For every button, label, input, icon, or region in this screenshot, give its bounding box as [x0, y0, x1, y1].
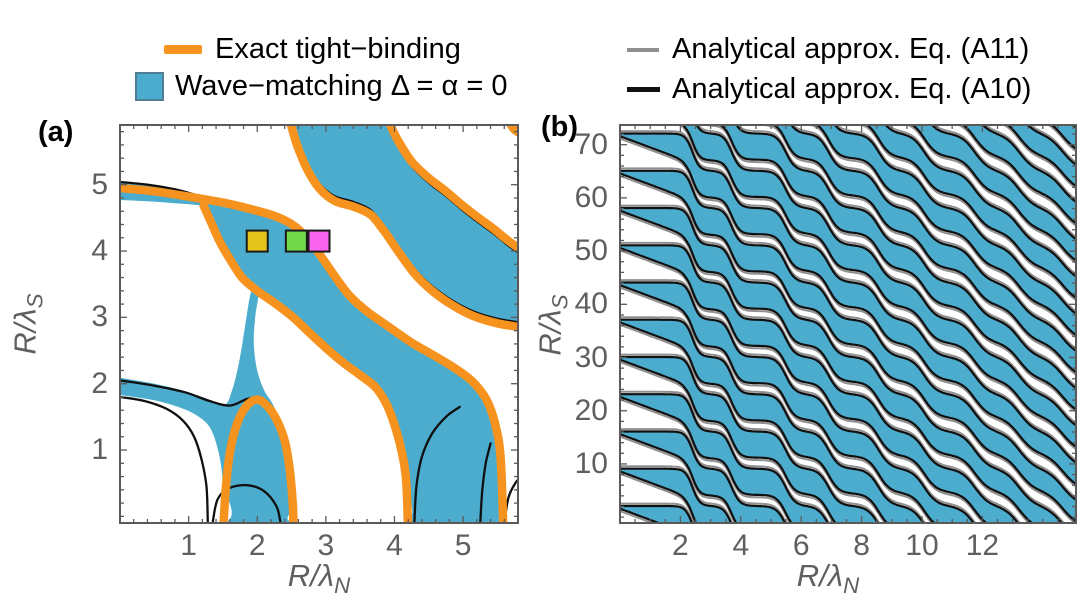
legend-label: Wave−matching Δ = α = 0	[175, 70, 507, 103]
x-tick-label: 3	[318, 529, 335, 563]
y-tick-label: 4	[91, 234, 108, 268]
legend-label: Exact tight−binding	[215, 33, 461, 66]
y-tick-label: 1	[91, 433, 108, 467]
yellow-square	[247, 231, 268, 252]
x-tick-label: 4	[386, 529, 403, 563]
panel-b-plot	[620, 125, 1076, 523]
x-tick-label: 6	[793, 529, 810, 563]
x-tick-label: 10	[905, 529, 938, 563]
x-tick-label: 8	[853, 529, 870, 563]
legend-item-analytical-a11: Analytical approx. Eq. (A11)	[627, 33, 1029, 66]
legend-label: Analytical approx. Eq. (A10)	[672, 73, 1031, 106]
legend-item-analytical-a10: Analytical approx. Eq. (A10)	[627, 73, 1031, 106]
panel-b-y-axis-label: R/λS	[532, 294, 573, 355]
panel-b-label: (b)	[541, 111, 578, 144]
panel-a-y-axis-label: R/λS	[7, 293, 48, 354]
x-tick-label: 2	[249, 529, 266, 563]
magenta-square	[309, 231, 330, 252]
blue-box-swatch	[135, 72, 164, 101]
x-tick-label: 2	[672, 529, 689, 563]
panel-b-x-axis-label: R/λN	[797, 558, 859, 599]
legend-label: Analytical approx. Eq. (A11)	[672, 33, 1029, 66]
y-tick-label: 20	[575, 394, 608, 428]
x-tick-label: 4	[732, 529, 749, 563]
legend-item-wave-matching: Wave−matching Δ = α = 0	[135, 70, 507, 103]
black-line-swatch	[627, 87, 660, 92]
orange-line-swatch	[164, 45, 202, 54]
y-tick-label: 3	[91, 300, 108, 334]
y-tick-label: 60	[575, 181, 608, 215]
legend-item-exact-tight-binding: Exact tight−binding	[164, 33, 461, 66]
y-tick-label: 40	[575, 287, 608, 321]
y-tick-label: 10	[575, 447, 608, 481]
green-square	[286, 231, 307, 252]
y-tick-label: 30	[575, 341, 608, 375]
y-tick-label: 50	[575, 234, 608, 268]
y-tick-label: 2	[91, 367, 108, 401]
gray-line-swatch	[627, 48, 659, 52]
panel-a-label: (a)	[38, 116, 73, 149]
panel-a-plot	[120, 125, 518, 523]
x-tick-label: 12	[966, 529, 999, 563]
panel-a-x-axis-label: R/λN	[288, 558, 350, 599]
y-tick-label: 5	[91, 168, 108, 202]
x-tick-label: 5	[455, 529, 472, 563]
y-tick-label: 70	[575, 128, 608, 162]
x-tick-label: 1	[180, 529, 197, 563]
